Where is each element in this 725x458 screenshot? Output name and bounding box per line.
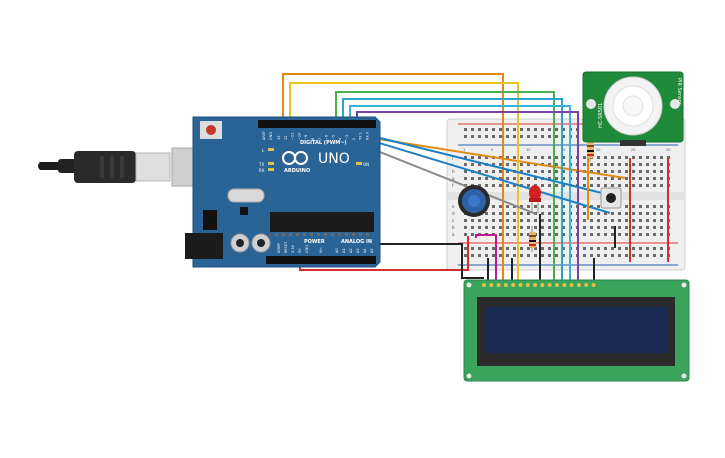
wire-yellow <box>289 82 519 280</box>
v33-pin-label: 3.3V <box>291 244 295 253</box>
lcd-pin <box>518 283 523 287</box>
breadboard-col-number: 1 <box>463 148 465 152</box>
lcd-pin <box>591 283 596 287</box>
breadboard-row-letter: b <box>452 225 455 230</box>
digital-pin-label: 7 <box>318 138 322 140</box>
pir-left-label: HC-SR501 <box>598 103 604 128</box>
lcd-pin <box>533 283 538 287</box>
wire-green <box>335 91 555 280</box>
digital-pin-label: ~6 <box>325 135 329 140</box>
arduino-model: UNO <box>318 151 350 167</box>
reset-pin-label: RESET <box>284 241 288 253</box>
breadboard-row-letter: f <box>452 183 454 188</box>
digital-label: DIGITAL (PWM~) <box>300 140 347 146</box>
power-label: POWER <box>304 239 325 245</box>
lcd-pin <box>540 283 545 287</box>
analog-pin-label: A2 <box>349 248 353 253</box>
digital-pin-label: ~3 <box>345 135 349 140</box>
potentiometer[interactable] <box>458 185 490 217</box>
digital-pin-label: 13 <box>277 136 281 140</box>
breadboard-row-letter: c <box>452 218 454 223</box>
breadboard-row-letter: d <box>452 211 455 216</box>
vin-pin-label: Vin <box>319 247 323 253</box>
analog-pin-label: A1 <box>342 248 346 253</box>
lcd-pin <box>562 283 567 287</box>
pir-sensor: HC-SR501 PIR Sensor <box>582 71 684 146</box>
lcd-pin <box>525 283 530 287</box>
breadboard-row-letter: e <box>452 204 455 209</box>
analog-pin-label: A5 <box>370 248 374 253</box>
digital-pin-label: ~11 <box>291 133 295 140</box>
digital-pin-label: ~10 <box>297 133 301 140</box>
arduino-brand: ARDUINO <box>284 168 310 174</box>
resistor-led <box>529 226 536 252</box>
lcd-pin <box>503 283 508 287</box>
digital-pin-label: ~5 <box>331 135 335 140</box>
breadboard-col-number: 25 <box>631 148 635 152</box>
breadboard-row-letter: g <box>452 176 455 181</box>
lcd-display <box>463 279 690 382</box>
breadboard-col-number: 10 <box>526 148 530 152</box>
breadboard-row-letter: h <box>452 169 455 174</box>
wire-cyan <box>342 98 563 280</box>
lcd-pin <box>576 283 581 287</box>
ioref-pin-label: IOREF <box>277 243 281 253</box>
lcd-pin <box>569 283 574 287</box>
wire-magenta <box>475 234 497 280</box>
analog-label: ANALOG IN <box>341 239 372 245</box>
breadboard-row-letter: a <box>452 232 455 237</box>
wire-orange <box>282 73 504 280</box>
red-led <box>529 185 541 214</box>
digital-pin-label: RX 0 <box>365 132 369 140</box>
digital-pin-label: ~9 <box>304 135 308 140</box>
wire-lightblue <box>349 105 571 280</box>
arduino-uno: UNO ARDUINO DIGITAL (PWM~) POWER ANALOG … <box>185 116 381 268</box>
aref-pin-label: AREF <box>262 131 266 140</box>
lcd-pin <box>511 283 516 287</box>
breadboard-row-letter: j <box>451 155 453 160</box>
analog-pin-label: A3 <box>356 248 360 253</box>
breadboard-col-number: 5 <box>491 148 493 152</box>
pushbutton[interactable] <box>600 187 622 209</box>
analog-pin-label: A0 <box>335 248 339 253</box>
gnd-pin-label: GND <box>305 245 309 253</box>
digital-pin-label: TX 1 <box>359 132 363 141</box>
breadboard-col-number: 30 <box>666 148 670 152</box>
tx-label: TX <box>258 162 264 167</box>
lcd-pin <box>496 283 501 287</box>
wire-black <box>378 243 484 279</box>
lcd-pin <box>489 283 494 287</box>
l-label: L <box>262 148 265 153</box>
on-label: ON <box>363 162 369 167</box>
lcd-pin <box>482 283 486 287</box>
lcd-pin <box>555 283 559 287</box>
digital-pin-label: 12 <box>284 136 288 140</box>
breadboard-col-number: 20 <box>596 148 600 152</box>
digital-pin-label: 2 <box>352 138 356 140</box>
analog-pin-label: A4 <box>363 248 367 253</box>
digital-pin-label: 4 <box>338 137 342 140</box>
digital-pin-label: 8 <box>311 138 315 140</box>
lcd-pin <box>584 283 589 287</box>
gnd-top-pin-label: GND <box>269 132 273 140</box>
rx-label: RX <box>259 168 265 173</box>
breadboard-col-number: 15 <box>561 148 565 152</box>
v5-pin-label: 5V <box>298 248 302 253</box>
lcd-pin <box>547 283 552 287</box>
pir-right-label: PIR Sensor <box>676 78 682 106</box>
